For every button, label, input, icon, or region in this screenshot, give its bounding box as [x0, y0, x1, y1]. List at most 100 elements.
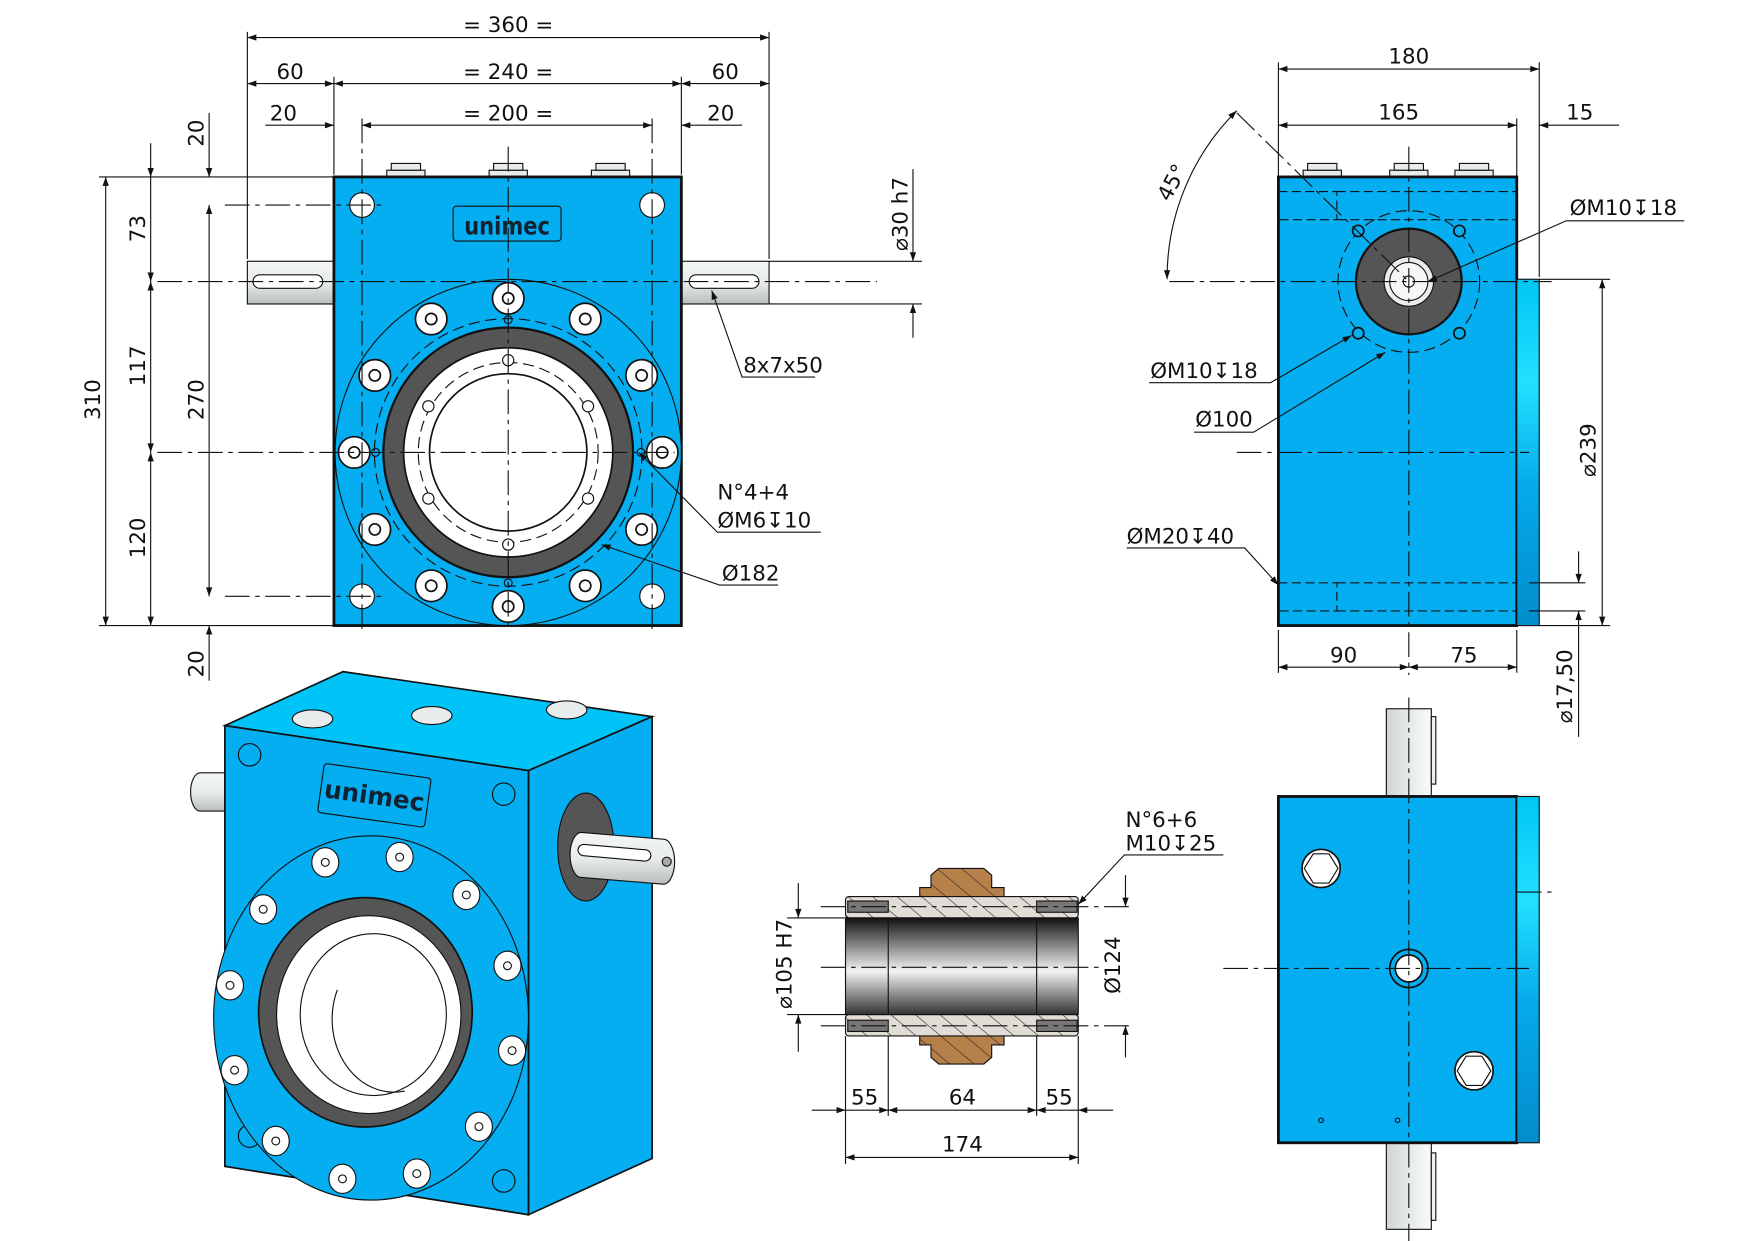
dim-top-to-shaft: 73 — [126, 215, 151, 242]
hollow-shaft-bore — [844, 917, 1079, 1016]
iso-bolt-socket — [320, 857, 330, 867]
dim-mid-len: 64 — [949, 1086, 976, 1111]
iso-bolt-socket — [502, 961, 512, 971]
flange-bolt — [625, 512, 659, 547]
dim-outer: Ø124 — [1101, 936, 1126, 994]
m10-hole — [1452, 224, 1466, 238]
logo-plate — [452, 205, 562, 242]
top-view — [1223, 697, 1558, 1241]
flange-bolt — [568, 569, 602, 603]
dim-thread-left: ØM10↧18 — [1150, 359, 1257, 384]
top-plugs-side — [1302, 162, 1494, 178]
bolt-socket — [424, 312, 438, 326]
plug-hole-1 — [1301, 848, 1342, 889]
plug-cap — [1458, 162, 1490, 171]
bolt-socket — [578, 579, 592, 593]
logo: unimec — [464, 213, 550, 241]
plug-cap — [1307, 162, 1338, 171]
iso-flange-bolt — [464, 1111, 493, 1142]
dim-bottom-margin: 20 — [185, 650, 210, 677]
iso-bolt-socket — [412, 1169, 422, 1179]
dim-thread-top: ØM10↧18 — [1570, 196, 1678, 221]
iso-bolt-socket — [461, 890, 471, 900]
m10-holes — [1351, 224, 1466, 340]
bronze-wheel-bottom — [919, 1034, 1005, 1065]
iso-bolt-socket — [258, 904, 268, 914]
bolt-socket — [578, 312, 592, 326]
iso-bolt-socket — [507, 1046, 517, 1056]
bolt-socket — [368, 368, 382, 382]
dim-holes-count: N°4+4 — [717, 481, 789, 506]
dim-side-body: 165 — [1378, 101, 1419, 126]
dim-side-width: 180 — [1388, 44, 1429, 69]
dim-section-holes-thread: M10↧25 — [1125, 831, 1216, 856]
flange-bolt — [625, 358, 659, 392]
dim-flange-diameter: Ø182 — [722, 562, 780, 587]
iso-bolt-socket — [271, 1136, 281, 1146]
iso-shaft-left — [190, 772, 226, 812]
dim-holes-thread: ØM6↧10 — [717, 509, 811, 534]
bolt-socket — [368, 522, 382, 536]
iso-flange-bolt — [498, 1035, 527, 1066]
dim-angle: 45° — [1153, 160, 1193, 205]
iso-flange-bolts — [215, 841, 527, 1195]
dim-left-shaft: 60 — [276, 60, 303, 85]
dim-hole-spacing: = 200 = — [463, 102, 553, 127]
iso-side-face — [527, 715, 653, 1217]
flange-bolt — [358, 358, 392, 392]
dim-center-width: = 240 = — [463, 60, 553, 85]
dim-right-len: 55 — [1046, 1086, 1073, 1111]
iso-flange-bolt — [452, 879, 481, 911]
flange-bolt — [414, 569, 448, 603]
iso-flange-bolt — [493, 950, 522, 981]
iso-flange-bolt — [402, 1158, 431, 1189]
dim-side-flange: 15 — [1566, 101, 1593, 126]
plug-cap — [390, 162, 422, 171]
bolt-socket — [424, 579, 438, 593]
dim-total-height: 310 — [81, 379, 106, 420]
flange-bolt — [358, 512, 392, 547]
dim-section-holes-count: N°6+6 — [1125, 808, 1197, 833]
dim-overall-width: = 360 = — [463, 13, 553, 38]
bolt-socket — [635, 368, 649, 382]
bolt-socket — [635, 522, 649, 536]
dim-left-90: 90 — [1330, 644, 1357, 669]
bronze-wheel-top — [919, 867, 1005, 899]
dim-right-75: 75 — [1450, 644, 1477, 669]
flange-bolt — [568, 302, 602, 336]
bearing-screw — [581, 492, 595, 505]
bearing-screw — [581, 400, 595, 413]
dim-top-margin: 20 — [185, 119, 210, 146]
dim-bottom-thread: ØM20↧40 — [1127, 524, 1235, 549]
dim-total-len: 174 — [942, 1133, 983, 1158]
iso-bolt-socket — [225, 980, 235, 990]
iso-flange-bolt — [311, 847, 340, 878]
iso-flange-bolt — [215, 970, 245, 1001]
side-view: 180 165 15 45° ØM10↧18 ØM10↧18 Ø100 ØM20… — [1126, 44, 1685, 737]
dim-right-offset: 20 — [707, 102, 734, 127]
dim-pilot: ⌀17,50 — [1553, 649, 1578, 723]
dim-right-shaft: 60 — [712, 60, 739, 85]
m10-hole — [1351, 326, 1365, 340]
dim-left-offset: 20 — [270, 102, 297, 127]
iso-bolt-socket — [474, 1122, 484, 1132]
flange-strip-top — [1516, 795, 1540, 1144]
section-view: N°6+6 M10↧25 ⌀105 H7 Ø124 55 64 55 174 — [773, 808, 1224, 1165]
dim-hole-vertical: 270 — [185, 379, 210, 420]
dim-pcd: Ø100 — [1195, 408, 1253, 433]
dim-key: 8x7x50 — [743, 354, 823, 379]
dim-flange-diameter-side: ⌀239 — [1576, 423, 1601, 477]
plug-hole-2 — [1454, 1050, 1494, 1091]
dim-bore: ⌀105 H7 — [773, 919, 798, 1009]
iso-flange-bolt — [220, 1054, 249, 1086]
dim-center-to-bottom: 120 — [126, 517, 151, 558]
iso-flange-bolt — [249, 894, 278, 925]
dim-left-len: 55 — [851, 1086, 878, 1111]
dim-shaft-to-center: 117 — [126, 345, 151, 386]
m10-hole — [1351, 224, 1365, 238]
bearing-screw — [422, 492, 435, 505]
iso-flange-bolt — [328, 1163, 357, 1195]
isometric-view: unimec — [190, 670, 676, 1217]
iso-bolt-socket — [230, 1065, 240, 1075]
